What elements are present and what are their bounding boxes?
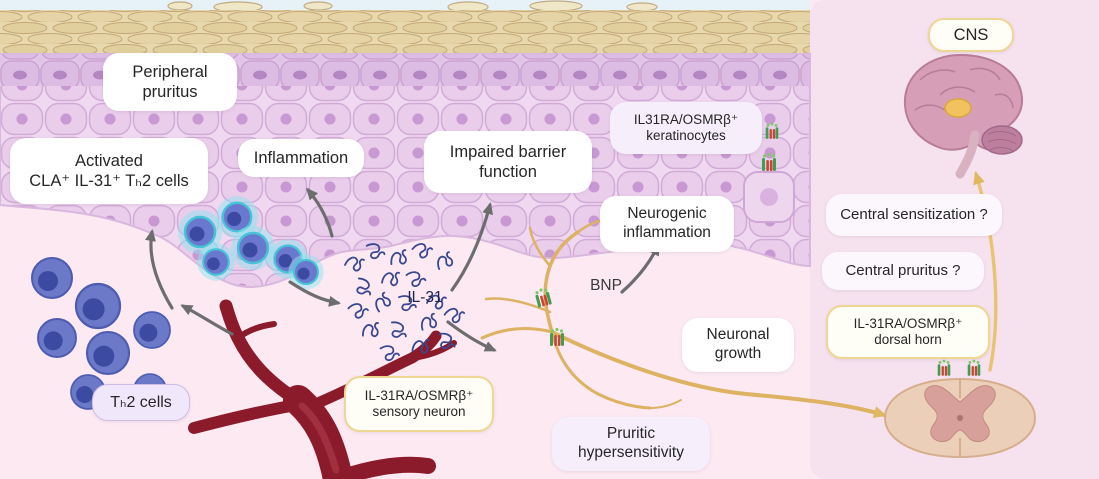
spinal-cord-illustration bbox=[883, 377, 1037, 459]
th2-cells-label: Tₕ2 cells bbox=[92, 384, 190, 421]
neurogenic-inflammation-label: Neurogenic inflammation bbox=[600, 196, 734, 252]
sensory-neuron-label: IL-31RA/OSMRβ⁺ sensory neuron bbox=[344, 376, 494, 432]
brainstem bbox=[955, 130, 980, 179]
arrow-il31-to-neuron bbox=[446, 320, 497, 352]
arrow-cells-to-il31 bbox=[288, 280, 341, 307]
impaired-barrier-label: Impaired barrier function bbox=[424, 131, 592, 193]
pruritic-hypersensitivity-label: Pruritic hypersensitivity bbox=[552, 417, 710, 471]
arrow-to-barrier bbox=[450, 202, 493, 292]
brain-illustration bbox=[903, 53, 1024, 179]
activated-th2-label: Activated CLA⁺ IL-31⁺ Tₕ2 cells bbox=[10, 138, 208, 204]
peripheral-pruritus-label: Peripheral pruritus bbox=[103, 53, 237, 111]
neuronal-growth-label: Neuronal growth bbox=[682, 318, 794, 372]
inflammation-label: Inflammation bbox=[238, 139, 364, 177]
keratinocytes-label: IL31RA/OSMRβ⁺ keratinocytes bbox=[610, 102, 762, 154]
cns-label: CNS bbox=[928, 18, 1014, 52]
cerebellum bbox=[981, 125, 1023, 155]
sensory-neuron-illustration bbox=[480, 216, 887, 418]
keratinocyte-cell bbox=[743, 171, 795, 223]
dorsal-horn-label: IL-31RA/OSMRβ⁺ dorsal horn bbox=[826, 305, 990, 359]
arrow-to-inflammation bbox=[306, 187, 334, 238]
thalamus-highlight bbox=[944, 98, 972, 118]
stratum-corneum bbox=[0, 10, 810, 56]
blood-vessel bbox=[188, 299, 457, 479]
arrow-th2-to-activated bbox=[145, 229, 174, 310]
bnp-label: BNP bbox=[590, 276, 622, 294]
arrow-vessel-to-th2 bbox=[180, 304, 234, 336]
skin-flakes bbox=[167, 0, 658, 13]
cns-panel-background bbox=[810, 0, 1099, 479]
central-pruritus-label: Central pruritus ? bbox=[822, 252, 984, 290]
central-sensitization-label: Central sensitization ? bbox=[826, 194, 1002, 236]
il31-label: IL-31 bbox=[407, 288, 443, 306]
